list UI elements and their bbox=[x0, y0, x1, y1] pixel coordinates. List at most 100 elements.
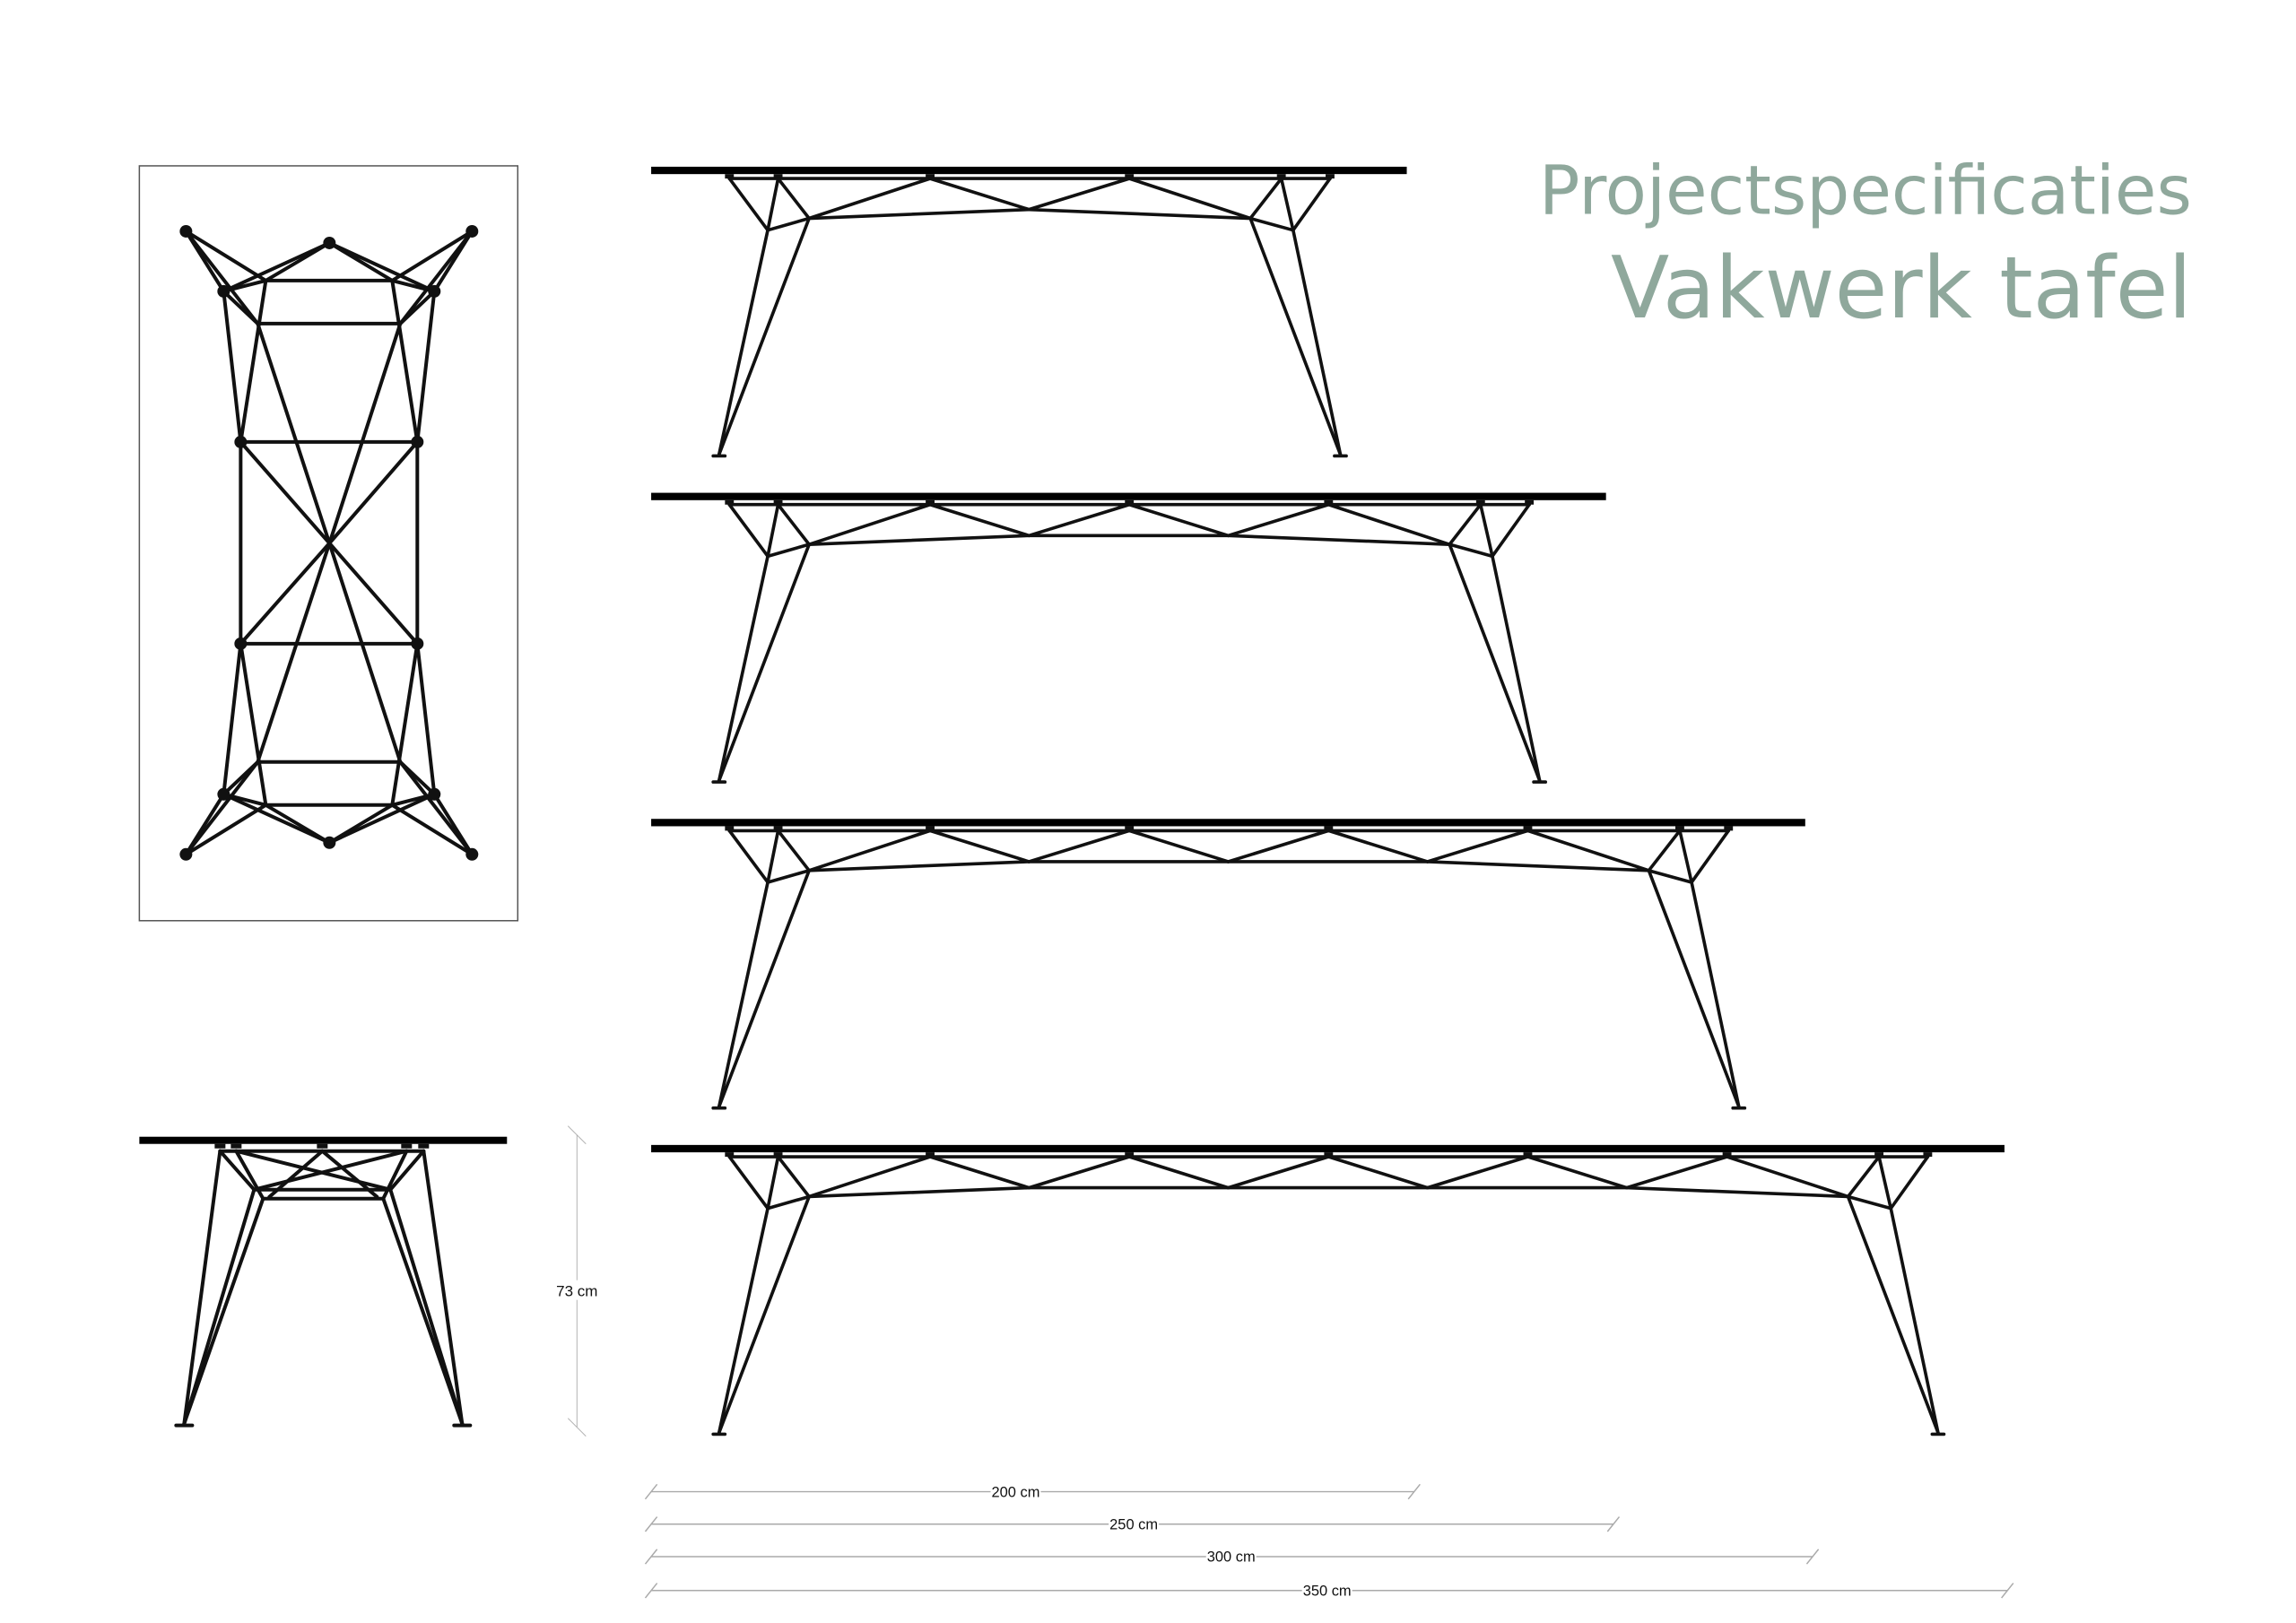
truss-member bbox=[727, 177, 770, 232]
truss-member bbox=[1027, 502, 1131, 538]
truss-member bbox=[327, 439, 420, 545]
truss-member bbox=[256, 321, 332, 545]
truss-member bbox=[776, 502, 811, 546]
truss-member bbox=[766, 542, 811, 559]
truss-member bbox=[182, 1196, 265, 1426]
joint-node bbox=[217, 284, 230, 298]
truss-member bbox=[1127, 829, 1231, 864]
length-dimension-300: 300 cm bbox=[644, 1548, 1820, 1566]
truss-member bbox=[422, 1149, 465, 1426]
truss-member bbox=[222, 240, 332, 293]
hanger bbox=[1724, 826, 1734, 831]
truss-member bbox=[766, 177, 780, 232]
truss-member bbox=[807, 1185, 1031, 1199]
joint-node bbox=[323, 836, 336, 849]
truss-member bbox=[222, 641, 243, 796]
side-tabletop bbox=[651, 819, 1805, 827]
hanger bbox=[773, 1152, 783, 1158]
hanger bbox=[926, 174, 935, 179]
hanger bbox=[1125, 174, 1135, 179]
hanger bbox=[418, 1143, 430, 1149]
truss-member bbox=[717, 881, 770, 1108]
label-bg bbox=[1301, 1581, 1352, 1600]
hanger bbox=[1525, 499, 1535, 505]
truss-member bbox=[234, 1149, 393, 1192]
length-dimension-label: 200 cm bbox=[992, 1484, 1040, 1500]
label-bg bbox=[1109, 1515, 1160, 1533]
truss-member bbox=[398, 759, 437, 796]
truss-member bbox=[1624, 1155, 1729, 1190]
joint-node bbox=[411, 637, 424, 650]
length-dimension-350: 350 cm bbox=[644, 1581, 2014, 1600]
truss-member bbox=[1647, 869, 1693, 884]
joint-node bbox=[217, 787, 230, 801]
plan-truss bbox=[179, 224, 479, 861]
dimension-tick bbox=[644, 1583, 658, 1599]
truss-member bbox=[1425, 829, 1530, 864]
truss-member bbox=[928, 502, 1031, 538]
truss-member bbox=[184, 229, 268, 282]
hanger bbox=[1125, 826, 1135, 831]
truss-member bbox=[1624, 1185, 1850, 1199]
hanger bbox=[1125, 1152, 1135, 1158]
truss-member bbox=[776, 829, 811, 872]
truss-member bbox=[766, 1194, 811, 1211]
truss-member bbox=[1248, 177, 1283, 221]
truss-member bbox=[1425, 1155, 1530, 1190]
truss-member bbox=[1027, 1155, 1131, 1190]
hanger bbox=[214, 1143, 226, 1149]
side-tabletop bbox=[651, 1144, 2005, 1153]
joint-node bbox=[465, 224, 479, 238]
truss-member bbox=[327, 240, 395, 282]
truss-member bbox=[727, 829, 770, 884]
truss-member bbox=[1292, 177, 1332, 232]
truss-member bbox=[381, 1196, 465, 1426]
hanger bbox=[1722, 1152, 1732, 1158]
hanger bbox=[926, 499, 935, 505]
truss-member bbox=[717, 869, 811, 1108]
truss-member bbox=[1690, 881, 1741, 1108]
truss-member bbox=[1448, 542, 1542, 783]
hanger bbox=[725, 499, 735, 505]
truss-member bbox=[256, 541, 332, 764]
truss-member bbox=[398, 759, 474, 856]
label-bg bbox=[1205, 1548, 1257, 1566]
truss-member bbox=[222, 278, 268, 293]
truss-member bbox=[390, 792, 437, 807]
truss-member bbox=[1027, 177, 1131, 212]
truss-member bbox=[1292, 228, 1343, 456]
joint-node bbox=[179, 224, 193, 238]
hanger bbox=[1523, 1152, 1533, 1158]
hanger bbox=[1923, 1152, 1933, 1158]
truss-member bbox=[398, 229, 474, 325]
truss-member bbox=[717, 216, 811, 456]
hanger bbox=[773, 499, 783, 505]
truss-member bbox=[776, 177, 811, 221]
hanger bbox=[773, 174, 783, 179]
truss-member bbox=[1877, 1155, 1893, 1211]
dimension-tick bbox=[644, 1516, 658, 1532]
truss-member bbox=[1846, 1155, 1881, 1199]
hanger bbox=[1475, 499, 1485, 505]
hanger bbox=[1324, 1152, 1334, 1158]
truss-member bbox=[717, 554, 770, 783]
truss-member bbox=[928, 177, 1031, 212]
truss-member bbox=[415, 289, 437, 444]
truss-member bbox=[807, 534, 1031, 546]
side-view-200 bbox=[651, 166, 1407, 458]
truss-member bbox=[1226, 502, 1331, 538]
side-view-350 bbox=[651, 1144, 2005, 1436]
truss-member bbox=[727, 502, 770, 559]
truss-member bbox=[807, 829, 932, 872]
truss-member bbox=[218, 1149, 257, 1192]
truss-member bbox=[1448, 542, 1494, 559]
hanger bbox=[317, 1143, 328, 1149]
truss-member bbox=[222, 289, 260, 325]
truss-member bbox=[239, 541, 332, 646]
dimension-tick bbox=[1407, 1483, 1421, 1500]
hanger bbox=[1324, 499, 1334, 505]
joint-node bbox=[234, 435, 248, 448]
truss-member bbox=[252, 1149, 409, 1192]
